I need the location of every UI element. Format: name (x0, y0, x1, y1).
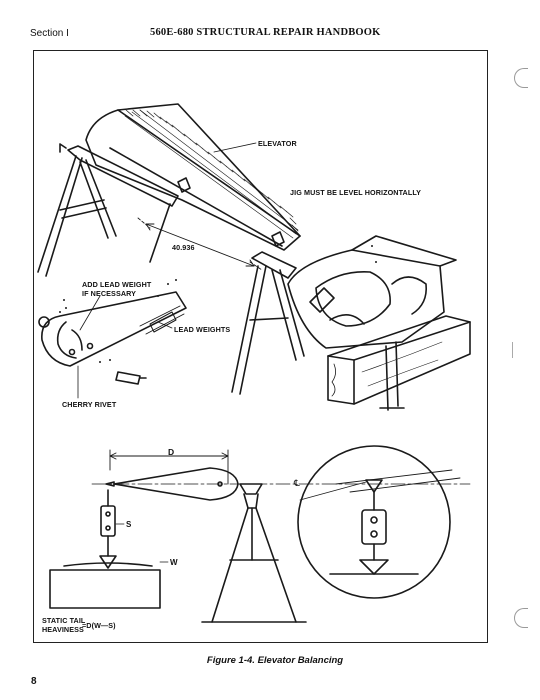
jig-stand-right (231, 251, 305, 395)
section-label: Section I (30, 28, 69, 39)
label-jig-level: JIG MUST BE LEVEL HORIZONTALLY (290, 188, 422, 197)
knife-edge-stand (201, 483, 307, 623)
binder-mark (512, 342, 513, 358)
page-number: 8 (31, 676, 37, 687)
label-lead-weights: LEAD WEIGHTS (174, 325, 231, 334)
elevator-surface (85, 103, 301, 251)
magnified-knife-edge (297, 445, 461, 599)
spring-scale (63, 489, 153, 569)
d-dimension (109, 449, 229, 485)
formula-line-2: HEAVINESS (42, 625, 84, 634)
binder-hole-top (514, 68, 528, 88)
tail-cone-support (287, 235, 457, 349)
formula-line-1: STATIC TAIL (42, 616, 86, 625)
figure-frame (33, 50, 488, 643)
balance-arm (105, 467, 239, 501)
centerline-symbol: ℄ (294, 478, 300, 488)
binder-hole-bottom (514, 608, 528, 628)
formula-expression: =D(W—S) (82, 621, 116, 630)
leader-lines (77, 142, 257, 399)
label-elevator: ELEVATOR (258, 139, 297, 148)
label-cherry-rivet: CHERRY RIVET (62, 400, 117, 409)
figure-caption: Figure 1-4. Elevator Balancing (206, 655, 344, 666)
label-add-lead-weight: ADD LEAD WEIGHT (82, 280, 152, 289)
dotted-outline (59, 245, 377, 363)
dimension-line (137, 217, 263, 271)
lead-weight-detail (38, 291, 187, 385)
label-w: W (170, 558, 178, 567)
label-s: S (126, 520, 132, 529)
weight-block (49, 561, 169, 609)
handbook-title: 560E-680 STRUCTURAL REPAIR HANDBOOK (150, 27, 381, 38)
wood-block (327, 315, 471, 411)
jig-stand-left (37, 143, 179, 277)
label-d: D (168, 447, 175, 457)
label-if-necessary: IF NECESSARY (82, 289, 137, 298)
label-dimension: 40.936 (172, 243, 195, 252)
